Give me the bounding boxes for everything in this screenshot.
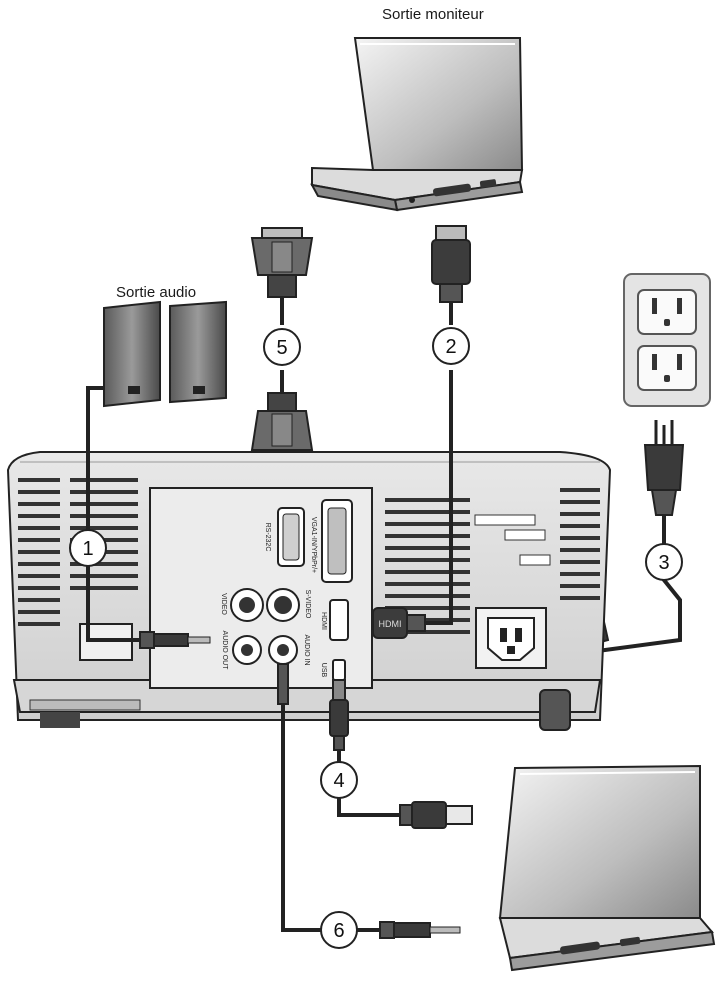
port-label-audio-in: AUDIO IN — [303, 634, 310, 665]
port-label-audio-out: AUDIO OUT — [221, 631, 228, 671]
port-label-svideo: S-VIDEO — [304, 590, 311, 619]
usb-plug-mini — [330, 680, 348, 750]
usb-plug-a — [400, 802, 472, 828]
hdmi-plug-logo: HDMI — [379, 619, 402, 629]
vga-cable-bottom — [252, 370, 312, 462]
port-label-usb: USB — [320, 663, 327, 678]
speakers — [104, 302, 226, 406]
io-panel: RS-232C VGA1-IN/YPbPr/+ VIDEO S-VIDEO HD… — [150, 488, 372, 688]
badge-2-number: 2 — [445, 336, 456, 358]
vga-cable-top — [252, 228, 312, 325]
badge-4: 4 — [321, 762, 357, 798]
badge-4-number: 4 — [333, 770, 344, 792]
badge-6: 6 — [321, 912, 357, 948]
port-label-vga: VGA1-IN/YPbPr/+ — [310, 517, 317, 573]
badge-5: 5 — [264, 329, 300, 365]
badge-1: 1 — [70, 530, 106, 566]
laptop-top — [312, 38, 522, 210]
laptop-bottom — [500, 766, 714, 970]
port-label-hdmi: HDMI — [320, 612, 327, 630]
audio-out-label: Sortie audio — [116, 284, 196, 301]
port-label-video: VIDEO — [220, 593, 227, 615]
monitor-out-label: Sortie moniteur — [382, 6, 484, 23]
wall-outlet — [624, 274, 710, 406]
badge-3-number: 3 — [658, 552, 669, 574]
badge-1-number: 1 — [82, 538, 93, 560]
badge-5-number: 5 — [276, 337, 287, 359]
badge-6-number: 6 — [333, 920, 344, 942]
badge-2: 2 — [433, 328, 469, 364]
badge-3: 3 — [646, 544, 682, 580]
hdmi-plug-top — [432, 226, 470, 325]
port-label-rs232c: RS-232C — [264, 523, 271, 552]
